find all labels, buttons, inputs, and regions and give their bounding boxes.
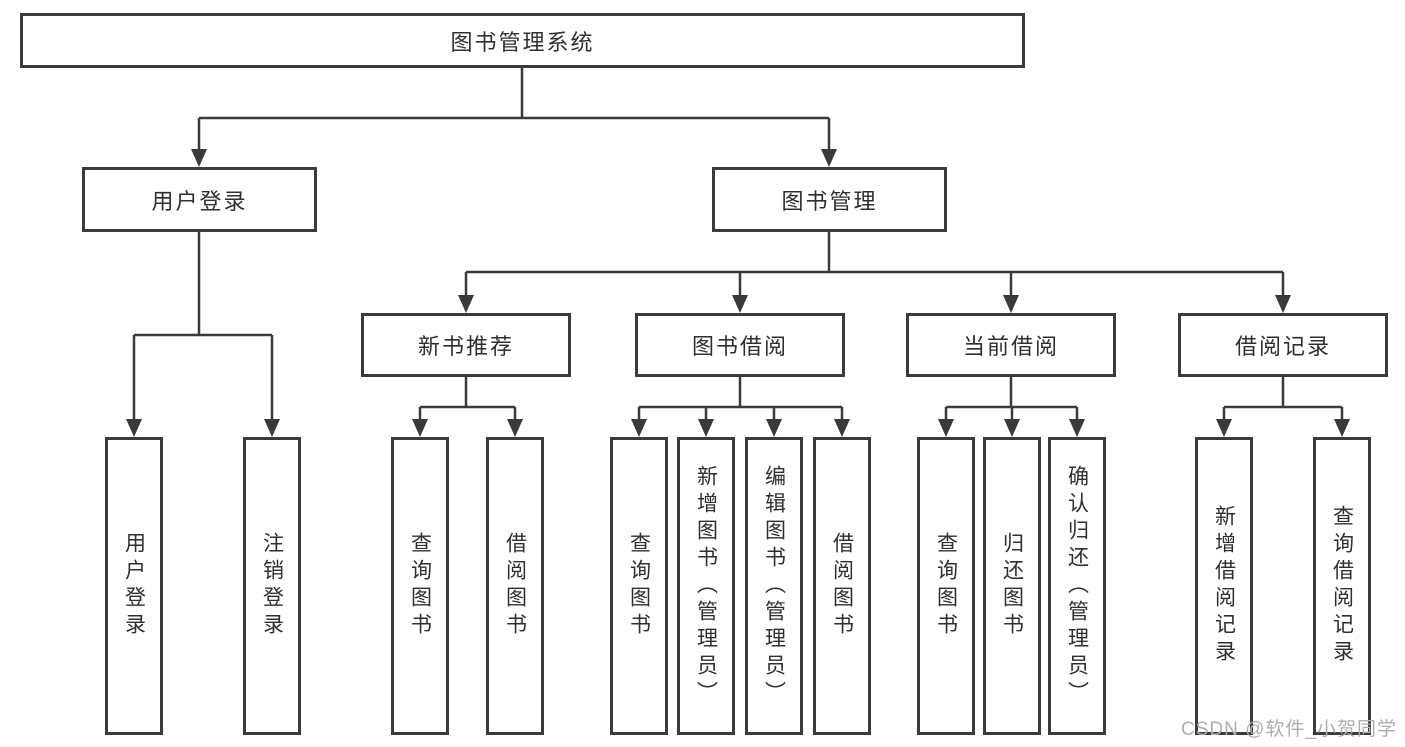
connector-user-login-to-leaves <box>126 232 280 437</box>
arrowhead-icon <box>1216 419 1350 437</box>
arrowhead-icon <box>126 419 280 437</box>
node-borrow-records: 借阅记录 <box>1178 313 1388 377</box>
arrowhead-icon <box>191 149 837 167</box>
arrowhead-icon <box>458 295 1291 313</box>
csdn-watermark: CSDN @软件_小贺同学 <box>1181 719 1397 740</box>
arrowhead-icon <box>412 419 523 437</box>
leaf-search-books-current: 查询图书 <box>917 437 975 735</box>
leaf-return-books: 归还图书 <box>983 437 1041 735</box>
connector-borrow-records-to-leaves <box>1216 377 1350 437</box>
connector-root-to-level2 <box>191 68 837 167</box>
leaf-add-borrow-record: 新增借阅记录 <box>1195 437 1253 735</box>
arrowhead-icon <box>631 419 850 437</box>
node-book-management: 图书管理 <box>712 167 947 232</box>
leaf-search-books-recommend: 查询图书 <box>391 437 449 735</box>
leaf-borrow-books: 借阅图书 <box>813 437 871 735</box>
connector-new-book-to-leaves <box>412 377 523 437</box>
leaf-borrow-books-recommend: 借阅图书 <box>486 437 544 735</box>
leaf-add-books-admin: 新增图书（管理员） <box>677 437 735 735</box>
leaf-edit-books-admin: 编辑图书（管理员） <box>745 437 803 735</box>
leaf-logout: 注销登录 <box>243 437 301 735</box>
leaf-search-borrow-record: 查询借阅记录 <box>1313 437 1371 735</box>
connector-book-borrow-to-leaves <box>631 377 850 437</box>
connector-book-management-to-level3 <box>458 232 1291 313</box>
connector-current-borrow-to-leaves <box>938 377 1085 437</box>
leaf-search-books-borrowing: 查询图书 <box>610 437 668 735</box>
arrowhead-icon <box>938 419 1085 437</box>
node-new-book-recommend: 新书推荐 <box>361 313 571 377</box>
node-book-borrowing: 图书借阅 <box>635 313 845 377</box>
node-user-login: 用户登录 <box>82 167 317 232</box>
leaf-user-login: 用户登录 <box>105 437 163 735</box>
node-current-borrowing: 当前借阅 <box>906 313 1116 377</box>
leaf-confirm-return-admin: 确认归还（管理员） <box>1048 437 1106 735</box>
node-root-library-system: 图书管理系统 <box>20 13 1025 68</box>
